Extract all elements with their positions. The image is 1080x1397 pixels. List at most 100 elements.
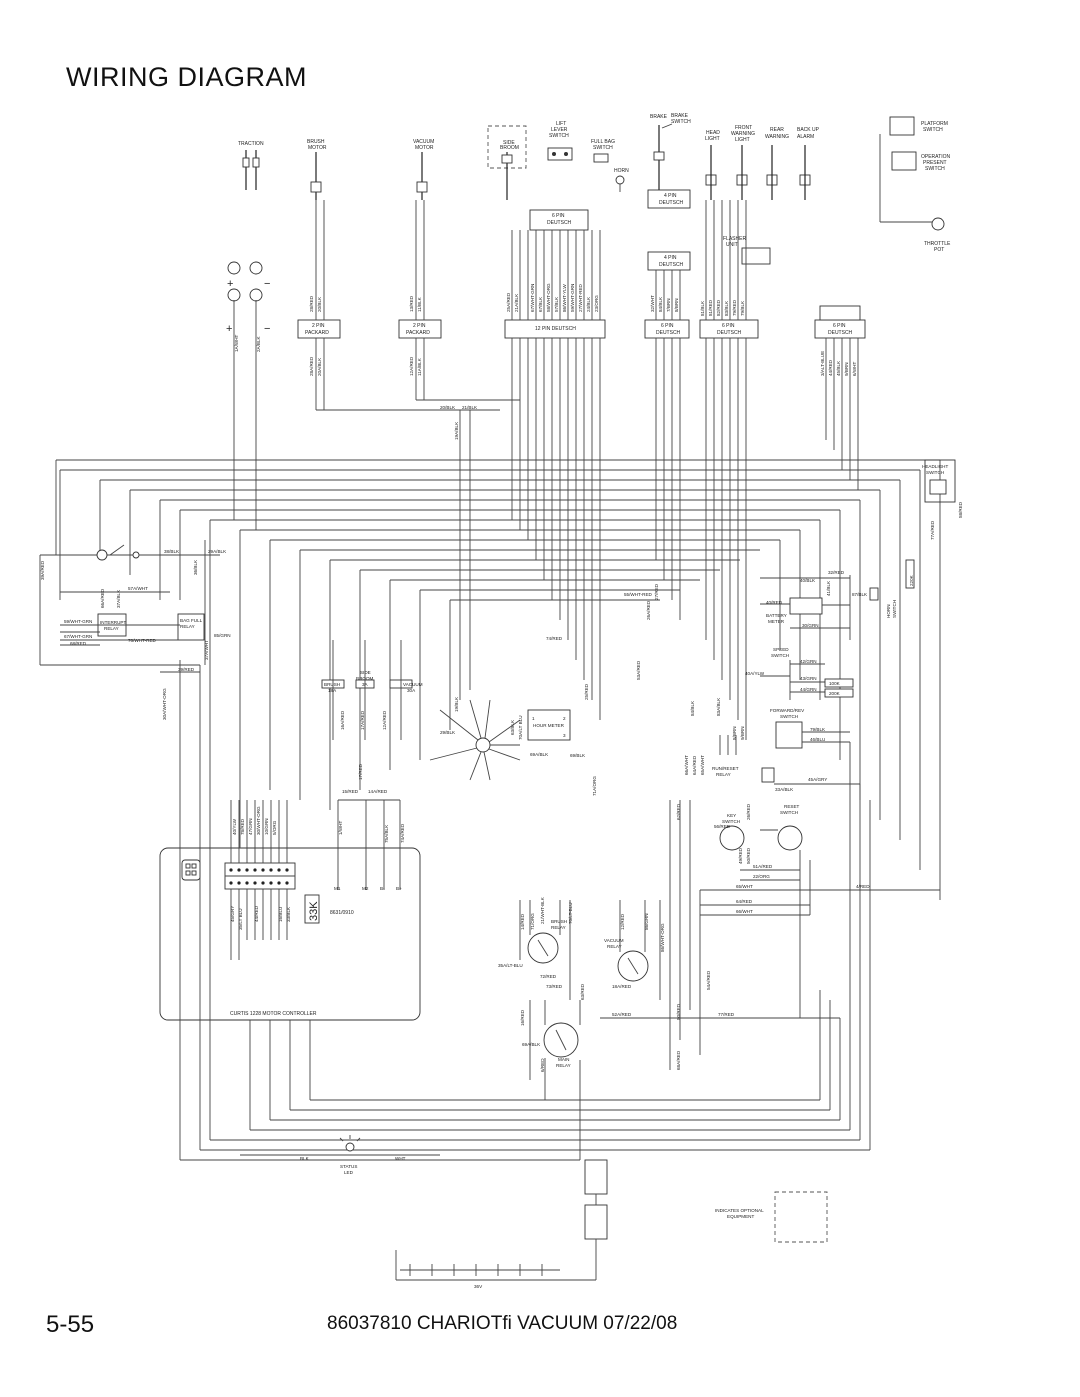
wire-label: 79/BLK: [810, 727, 826, 732]
run-reset-label-1: RUN/RESET: [712, 766, 739, 771]
wire-label: 54A/RED: [706, 970, 711, 990]
wire-label: 69A/BLK: [530, 752, 549, 757]
wire-label: 25A/RED: [506, 292, 511, 312]
front-warning-label-2: WARNING: [731, 131, 755, 137]
brush-relay-label-2: RELAY: [551, 925, 566, 930]
forward-rev-label-1: FORWARD/REV: [770, 708, 805, 713]
wire-label: 45/GRY: [230, 906, 235, 922]
wire-label: 40/RED: [766, 600, 783, 605]
rear-warning-label-1: REAR: [770, 127, 784, 133]
wire-label: 44/RED: [828, 359, 833, 376]
wire-label: 2A/BLK: [256, 335, 261, 352]
wire-label: 1A/WHT: [234, 334, 239, 352]
wire-label: 79/BLK: [740, 300, 745, 316]
vacuum-fuse-label-1: VACUUM: [403, 682, 423, 687]
brush-relay-label-1: BRUSH: [551, 919, 567, 924]
wire-label: 84/BLK: [658, 296, 663, 312]
wire-label: 55/WHT-RED: [624, 592, 653, 597]
wire-label: 68/RED: [70, 641, 87, 646]
wire-label: 71A/ORG: [592, 776, 597, 796]
lift-switch-label-3: SWITCH: [549, 133, 569, 139]
wire-label: 76/WHT-RED: [128, 638, 157, 643]
rear-warning-label-2: WARNING: [765, 134, 789, 140]
speed-switch-label-1: SPEED: [773, 647, 789, 652]
wire-label: 86/WHT-ORG: [660, 923, 665, 952]
run-reset-label-2: RELAY: [716, 772, 731, 777]
platform-switch-label-2: SWITCH: [923, 127, 943, 133]
throttle-label-1: THROTTLE: [924, 241, 951, 247]
side-broom-motor: [501, 152, 513, 200]
deutsch-12pin-label: 12 PIN DEUTSCH: [535, 326, 576, 332]
wire-label: 22/ORG: [753, 874, 770, 879]
battery-voltage-label: 36V: [474, 1284, 483, 1289]
reset-switch-label-1: RESET: [784, 804, 800, 809]
wire-label: 68A/RED: [676, 1050, 681, 1070]
wire-label: 83A/BLK: [716, 697, 721, 716]
r100k-label: 100K: [829, 681, 841, 686]
platform-switch: [889, 116, 915, 136]
battery-pack: [395, 1159, 608, 1281]
wire-label: 6/WHT: [852, 362, 857, 376]
vacuum-relay-label-2: RELAY: [607, 944, 622, 949]
wire-label: 40A/YLW: [745, 671, 765, 676]
brake-label: BRAKE: [650, 114, 668, 120]
wire-label: 11A/BLK: [417, 357, 422, 376]
wire-label: 64/RED: [736, 899, 753, 904]
wire-label: 42/GRN: [800, 659, 817, 664]
optional-legend-label-1: INDICATES OPTIONAL: [715, 1208, 764, 1213]
brush-fuse-label-2: 18A: [328, 688, 337, 693]
wire-label: 37A/BLK: [116, 589, 121, 608]
wire-label: 17/RED: [358, 763, 363, 780]
wire-label: 5/ORG: [272, 820, 277, 835]
horn-switch: [869, 587, 879, 601]
deutsch-6pin-c-label: 6 PIN: [661, 323, 674, 329]
wire-label: 11/BLK: [417, 296, 422, 312]
wire-label: 16/BLU: [278, 907, 283, 922]
brush-fuse-label-1: BRUSH: [324, 682, 340, 687]
r220k-label: 220K: [909, 574, 914, 586]
wire-label: 12/RED: [620, 913, 625, 930]
wire-label: 21A/BLK: [514, 293, 519, 312]
wire-label: 70/LT-BLU: [568, 902, 573, 924]
fuse-block: [321, 640, 413, 740]
b-plus-terminal-label: B+: [396, 886, 402, 891]
wire-label: 86/GRN: [644, 913, 649, 930]
wire-label: 45A/GRY: [808, 777, 827, 782]
horn-switch-label-1: HORN: [886, 604, 891, 618]
wire-label: 18A/RED: [612, 984, 632, 989]
wire-label: 56/RED: [714, 824, 731, 829]
key-switch-label-2: SWITCH: [722, 819, 740, 824]
controller-leads: [230, 799, 401, 960]
wire-label: 58/RED: [958, 501, 963, 518]
packard-b-label-2: PACKARD: [406, 330, 430, 336]
controller-terminals: [337, 880, 401, 890]
flasher-label-2: UNIT: [726, 242, 738, 248]
wire-label: 79/RED: [732, 299, 737, 316]
backup-alarm-label-1: BACK UP: [797, 127, 820, 133]
deutsch-4pin-b-label: 4 PIN: [664, 255, 677, 261]
bag-full-relay-label-2: RELAY: [180, 624, 195, 629]
wire-label: 51A/RED: [753, 864, 773, 869]
wire-label: 14/RED: [520, 913, 525, 930]
brake-switch-label-2: SWITCH: [671, 119, 691, 125]
wire-label: 63/BLK: [510, 719, 515, 735]
wire-label: 30/WHT-ORG: [256, 806, 261, 835]
status-led-label-1: STATUS: [340, 1164, 357, 1169]
wire-label: 72/RED: [540, 974, 557, 979]
side-broom-label-1: SIDE: [503, 140, 515, 146]
r200k-label: 200K: [829, 691, 841, 696]
wire-label: 69A/BLK: [522, 1042, 541, 1047]
speed-switch: [760, 660, 854, 700]
full-bag-switch-label-2: SWITCH: [593, 145, 613, 151]
wire-label: 13/RED: [409, 295, 414, 312]
wire-label: 24/BLK: [586, 296, 591, 312]
wire-label: 67/WHT-GRN: [64, 634, 92, 639]
vacuum-motor-label-1: VACUUM: [413, 139, 434, 145]
side-broom-label-2: BROOM: [500, 145, 519, 151]
key-switch-label-1: KEY: [727, 813, 736, 818]
packard-2pin-b: [398, 319, 442, 339]
deutsch-6pin-d: [699, 319, 759, 339]
wire-label: 17A/RED: [360, 710, 365, 730]
full-bag-switch: [593, 153, 609, 163]
document-footer: 86037810 CHARIOTfi VACUUM 07/22/08: [327, 1313, 678, 1334]
